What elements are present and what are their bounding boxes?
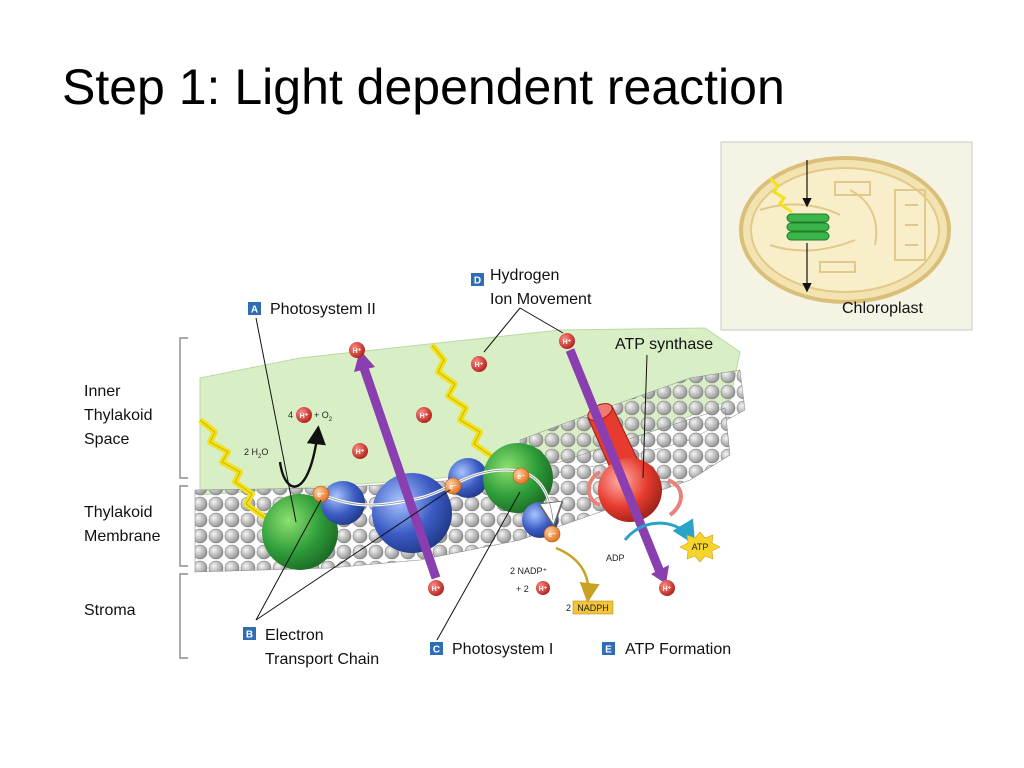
pointer-line-c [436, 491, 521, 641]
pointer-line-a [255, 317, 297, 523]
region-membrane-label: Thylakoid Membrane [84, 504, 161, 545]
atp-starburst-icon [679, 531, 721, 563]
h-ion: H⁺ [352, 443, 368, 459]
nadp-plus: + 2 [516, 584, 529, 594]
label-electron-transport-chain: Electron Transport Chain [265, 627, 379, 668]
nadph-arrow [555, 546, 600, 603]
label-chloroplast: Chloroplast [842, 300, 923, 317]
electron: e⁻ [543, 525, 561, 543]
nadph-label: NADPH [577, 603, 609, 613]
atp-formation-arrow [623, 518, 696, 546]
h-ion: H⁺ [296, 407, 312, 423]
svg-text:H⁺: H⁺ [539, 586, 548, 593]
electron: e⁻ [312, 485, 330, 503]
label-atp-synthase: ATP synthase [615, 336, 713, 353]
h-ion: H⁺ [349, 342, 365, 358]
h-ion: H⁺ [659, 580, 675, 596]
label-a-box [248, 302, 261, 315]
slide-title: Step 1: Light dependent reaction [62, 59, 785, 115]
nadph-box [572, 600, 614, 615]
label-c-letter: C [433, 645, 440, 656]
water-label: 2 H2O [244, 447, 268, 460]
oxygen-coef: 4 [288, 410, 293, 420]
h-ion: H⁺ [559, 333, 575, 349]
label-d-letter: D [474, 276, 481, 287]
water-splitting-arrow [278, 425, 326, 488]
electron: e⁻ [512, 467, 530, 485]
bracket-membrane [179, 485, 188, 567]
label-atp-formation: ATP Formation [625, 641, 731, 658]
rotation-arrow-icon [667, 478, 683, 517]
rotation-arrow-icon [586, 470, 602, 507]
light-ray-icon [431, 344, 501, 463]
svg-text:H⁺: H⁺ [420, 413, 429, 420]
atp-label: ATP [692, 542, 709, 552]
region-inner-label: Inner Thylakoid Space [84, 383, 157, 448]
label-c-box [430, 642, 443, 655]
label-e-box [602, 642, 615, 655]
label-photosystem-i: Photosystem I [452, 641, 553, 658]
svg-text:H⁺: H⁺ [356, 449, 365, 456]
label-b-box [243, 627, 256, 640]
svg-text:H⁺: H⁺ [432, 586, 441, 593]
label-a-letter: A [251, 305, 258, 316]
nadph-coef: 2 [566, 603, 571, 613]
svg-text:H⁺: H⁺ [300, 413, 309, 420]
h-ion: H⁺ [471, 356, 487, 372]
label-b-letter: B [246, 630, 253, 641]
svg-text:H⁺: H⁺ [663, 586, 672, 593]
svg-text:H⁺: H⁺ [563, 339, 572, 346]
electron: e⁻ [444, 477, 462, 495]
svg-text:H⁺: H⁺ [353, 348, 362, 355]
adp-label: ADP [606, 553, 625, 563]
h-ion: H⁺ [416, 407, 432, 423]
svg-text:e⁻: e⁻ [317, 492, 325, 499]
svg-text:e⁻: e⁻ [449, 484, 457, 491]
region-stroma-label: Stroma [84, 602, 136, 619]
pointer-line-b [255, 499, 322, 621]
svg-text:H⁺: H⁺ [475, 362, 484, 369]
plastoquinone [321, 481, 365, 525]
svg-text:e⁻: e⁻ [548, 532, 556, 539]
svg-text:e⁻: e⁻ [517, 474, 525, 481]
light-ray-icon [199, 419, 269, 521]
label-photosystem-ii: Photosystem II [270, 301, 376, 318]
label-e-letter: E [605, 645, 612, 656]
label-d-box [471, 273, 484, 286]
proton-arrow-atp-synthase [565, 348, 669, 584]
h-ion: H⁺ [536, 581, 550, 595]
pointer-line-d [519, 307, 564, 334]
chloroplast-inset [720, 141, 973, 331]
photosystem-ii [262, 494, 338, 570]
pointer-line-b [255, 489, 451, 621]
oxygen-label: + O2 [314, 410, 333, 423]
pointer-line-atp-synthase [642, 354, 648, 479]
bracket-stroma [179, 573, 188, 659]
nadp-label: 2 NADP⁺ [510, 566, 548, 576]
h-ion: H⁺ [428, 580, 444, 596]
label-hydrogen-ion-movement: Hydrogen Ion Movement [490, 267, 592, 308]
bracket-inner [179, 337, 188, 479]
pointer-line-d [483, 307, 521, 353]
